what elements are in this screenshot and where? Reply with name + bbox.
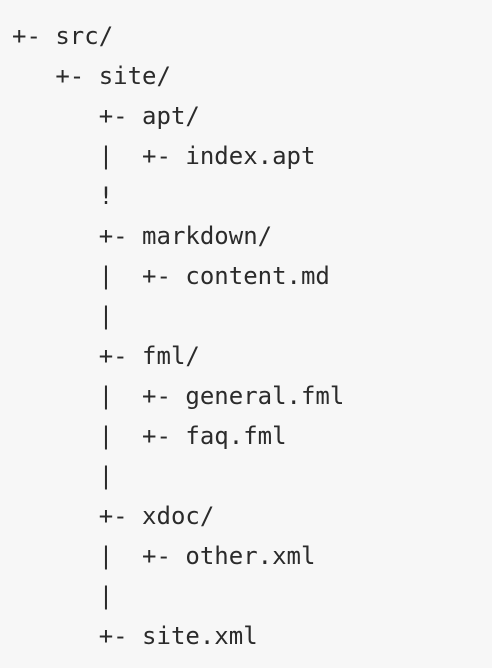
tree-line-separator: | bbox=[12, 302, 114, 330]
tree-line-separator: | bbox=[12, 582, 114, 610]
tree-line-fml: +- fml/ bbox=[12, 342, 200, 370]
tree-line-content-md: | +- content.md bbox=[12, 262, 330, 290]
tree-line-site-xml: +- site.xml bbox=[12, 622, 258, 650]
tree-line-general-fml: | +- general.fml bbox=[12, 382, 345, 410]
tree-line-xdoc: +- xdoc/ bbox=[12, 502, 215, 530]
tree-line-apt: +- apt/ bbox=[12, 102, 200, 130]
tree-line-src: +- src/ bbox=[12, 22, 114, 50]
tree-line-index-apt: | +- index.apt bbox=[12, 142, 316, 170]
tree-line-site: +- site/ bbox=[12, 62, 171, 90]
tree-line-separator: | bbox=[12, 462, 114, 490]
tree-line-other-xml: | +- other.xml bbox=[12, 542, 316, 570]
tree-line-separator: ! bbox=[12, 182, 114, 210]
tree-line-faq-fml: | +- faq.fml bbox=[12, 422, 287, 450]
tree-line-markdown: +- markdown/ bbox=[12, 222, 273, 250]
